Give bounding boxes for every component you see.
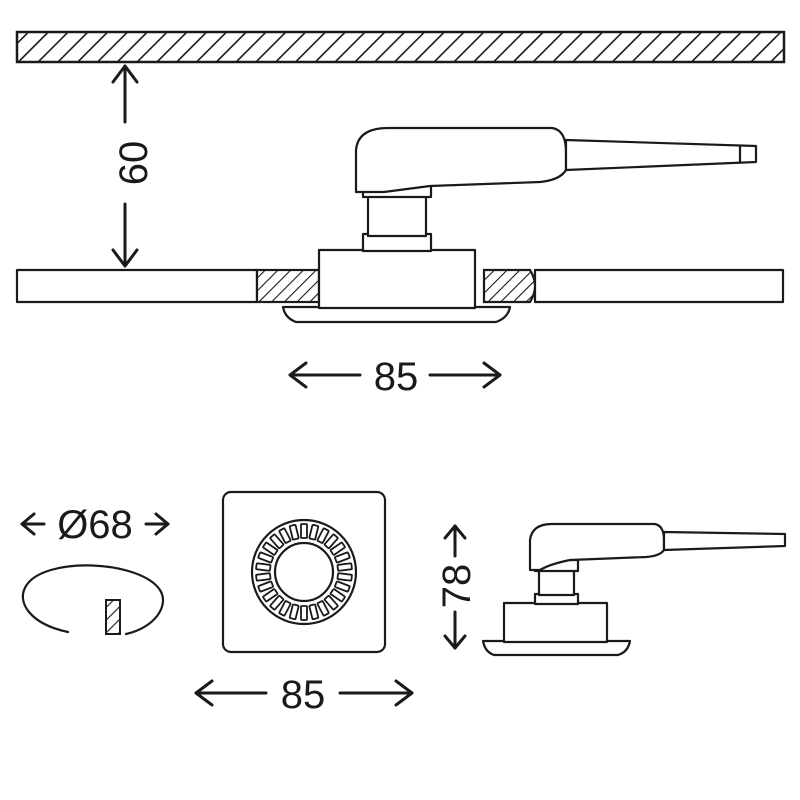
led-segment [278, 600, 292, 617]
height-dimension: 78 [435, 524, 479, 650]
led-segment [329, 588, 346, 603]
led-segment [288, 523, 300, 541]
led-segment [334, 580, 351, 593]
led-segment [300, 605, 308, 621]
led-segment [269, 594, 285, 611]
led-segment [316, 600, 330, 617]
downlight-small-side-view [481, 522, 787, 657]
led-segment [262, 588, 279, 603]
led-segment [308, 603, 320, 621]
mount-depth-label: 60 [112, 141, 156, 186]
led-segment [316, 527, 330, 544]
led-segment [262, 541, 279, 556]
cutout-hole-symbol [21, 564, 165, 636]
height-label: 78 [435, 564, 479, 609]
led-segment [336, 562, 353, 572]
led-segment [255, 562, 272, 572]
led-segment [288, 603, 300, 621]
downlight-front-view [221, 490, 387, 654]
ceiling-slab [15, 30, 786, 64]
led-segment [255, 572, 272, 582]
led-segment [323, 594, 339, 611]
led-segment [300, 523, 308, 539]
led-segment [257, 551, 274, 564]
cutout-dimension: Ø68 [20, 503, 170, 547]
width-side-label: 85 [374, 355, 419, 399]
led-segment [336, 572, 353, 582]
width-side-dimension: 85 [288, 355, 502, 399]
cutout-label: Ø68 [57, 503, 133, 547]
width-front-dimension: 85 [194, 673, 414, 717]
ceiling-board [15, 268, 785, 304]
led-segment [257, 580, 274, 593]
mount-depth-dimension: 60 [111, 64, 156, 268]
led-ring [255, 523, 353, 621]
led-segment [323, 533, 339, 550]
led-segment [308, 523, 320, 541]
led-segment [269, 533, 285, 550]
width-front-label: 85 [281, 673, 326, 717]
led-segment [278, 527, 292, 544]
led-segment [334, 551, 351, 564]
led-segment [329, 541, 346, 556]
downlight-side-view [281, 126, 758, 324]
